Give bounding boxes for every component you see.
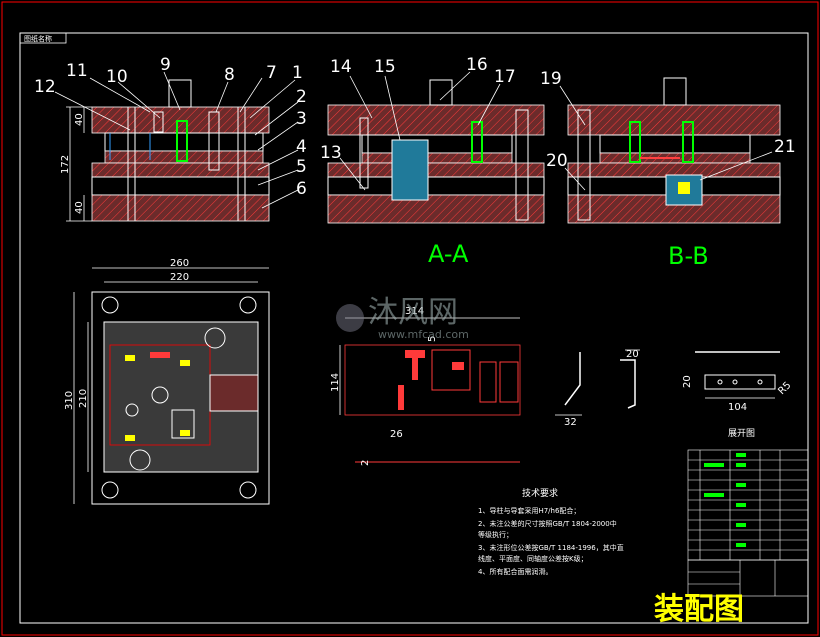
tech-note-1: 1、导柱与导套采用H7/h6配合； [478, 506, 580, 515]
part-number-6: 6 [296, 179, 307, 199]
dim-part-h: 20 [626, 349, 639, 360]
plan-view [91, 291, 270, 505]
part-number-8: 8 [224, 65, 235, 85]
part-number-12: 12 [34, 77, 56, 97]
part-profile [555, 349, 640, 416]
leaders-b [559, 85, 773, 191]
dim-strip-h: 114 [330, 373, 341, 392]
leaders-a [339, 71, 501, 191]
section-label-a: A-A [428, 240, 469, 268]
part-number-7: 7 [266, 63, 277, 83]
bom-markers [704, 453, 746, 547]
part-number-1: 1 [292, 63, 303, 83]
drawing-title: 装配图 [654, 592, 744, 627]
part-number-10: 10 [106, 67, 128, 87]
part-number-5: 5 [296, 157, 307, 177]
part-number-17: 17 [494, 67, 516, 87]
frame-label-box [19, 32, 67, 44]
section-view-b [567, 77, 781, 224]
strip-layout [339, 317, 521, 463]
dim-blank-r: R5 [776, 380, 793, 397]
title-block [687, 449, 809, 597]
dim-strip-len: 314 [405, 306, 424, 317]
part-number-13: 13 [320, 143, 342, 163]
dim-blank-w: 104 [728, 402, 747, 413]
unfold-label: 展开图 [728, 428, 755, 439]
part-number-11: 11 [66, 61, 88, 81]
part-number-19: 19 [540, 69, 562, 89]
dim-plan-width-inner: 220 [170, 272, 189, 283]
tech-title: 技术要求 [522, 487, 558, 499]
part-number-4: 4 [296, 137, 307, 157]
part-number-15: 15 [374, 57, 396, 77]
part-number-3: 3 [296, 109, 307, 129]
part-number-14: 14 [330, 57, 352, 77]
tech-note-2: 2、未注公差的尺寸按照GB/T 1804-2000中 [478, 519, 617, 528]
dim-plan-height-outer: 310 [64, 391, 75, 410]
front-view-left [91, 79, 270, 222]
dim-part-w: 32 [564, 417, 577, 428]
inner-frame [19, 32, 809, 624]
tech-note-3: 等级执行； [478, 530, 513, 539]
frame-label: 图纸名称 [24, 34, 52, 43]
unfold-blank [695, 351, 780, 399]
part-number-9: 9 [160, 55, 171, 75]
dim-plan-height-inner: 210 [78, 389, 89, 408]
dim-plan-width-outer: 260 [170, 258, 189, 269]
tech-note-5: 线度、平面度、同轴度公差按K级； [478, 554, 588, 563]
part-number-16: 16 [466, 55, 488, 75]
dim-strip-d: 26 [390, 429, 403, 440]
section-view-a [327, 79, 545, 224]
dim-blank-h: 20 [682, 375, 693, 388]
tech-note-6: 4、所有配合面需润滑。 [478, 567, 552, 576]
watermark-brand: 沐风网 [368, 295, 458, 330]
watermark-url: www.mfcad.com [378, 328, 469, 341]
dim-lines-plan [73, 267, 269, 504]
leaders-left [54, 71, 299, 209]
part-number-20: 20 [546, 151, 568, 171]
watermark: 沐风网 www.mfcad.com [336, 295, 469, 341]
dim-thick: 2 [360, 460, 371, 466]
dim-top-plate: 40 [74, 113, 85, 126]
part-number-21: 21 [774, 137, 796, 157]
dim-height-total: 172 [60, 155, 71, 174]
section-label-b: B-B [668, 242, 709, 270]
dim-lines-left [66, 106, 92, 222]
dim-strip-v: 5 [427, 336, 438, 342]
dim-bottom-plate: 40 [74, 201, 85, 214]
tech-note-4: 3、未注形位公差按GB/T 1184-1996，其中直 [478, 543, 624, 552]
part-number-2: 2 [296, 87, 307, 107]
